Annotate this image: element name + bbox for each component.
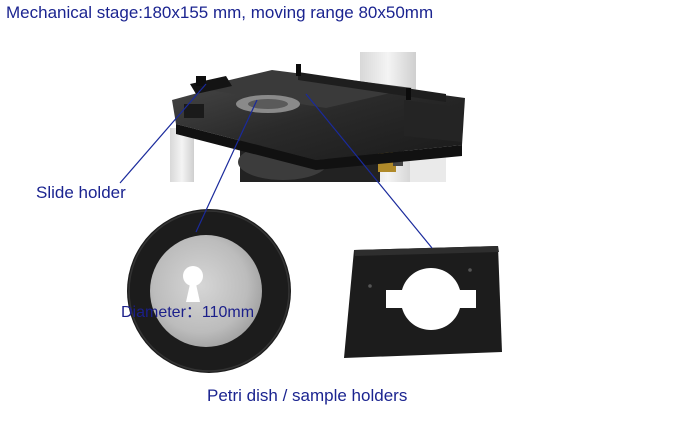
round-dish-holder bbox=[127, 209, 291, 373]
page-title: Mechanical stage:180x155 mm, moving rang… bbox=[6, 3, 434, 22]
leader-round-holder bbox=[195, 99, 258, 233]
rectangular-sample-holder bbox=[344, 246, 502, 358]
slide-holder-label: Slide holder bbox=[36, 183, 126, 202]
microscope-stage-photo bbox=[170, 52, 465, 182]
leader-slide-holder bbox=[119, 83, 207, 184]
leader-lines bbox=[119, 83, 433, 249]
diameter-label: Diameter：110mm bbox=[121, 304, 255, 321]
leader-rect-holder bbox=[305, 93, 433, 249]
petri-holders-label: Petri dish / sample holders bbox=[207, 386, 408, 405]
